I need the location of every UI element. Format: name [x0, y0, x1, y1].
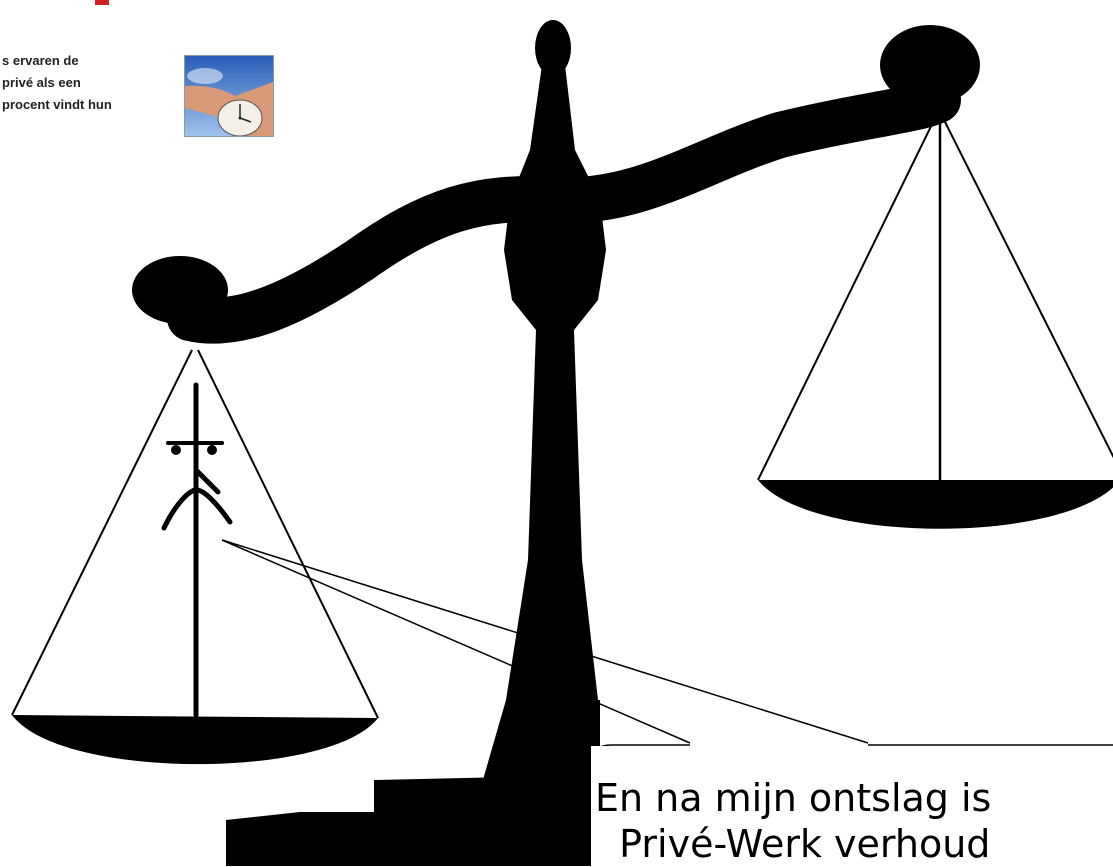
article-heading-fragment — [95, 0, 109, 5]
article-line: s ervaren de — [2, 50, 172, 72]
right-pan — [758, 112, 1113, 529]
article-line: procent vindt hun — [2, 94, 172, 116]
callout-line: En na mijn ontslag is — [595, 775, 1113, 821]
article-snippet: s ervaren de privé als een procent vindt… — [2, 50, 172, 116]
stick-figure-icon — [164, 385, 230, 715]
article-line: privé als een — [2, 72, 172, 94]
scale-column — [504, 20, 606, 700]
callout-line: Privé-Werk verhoud — [595, 821, 1113, 867]
clock-in-hand-icon — [184, 55, 274, 137]
speech-bubble-text: En na mijn ontslag is Privé-Werk verhoud — [595, 775, 1113, 867]
